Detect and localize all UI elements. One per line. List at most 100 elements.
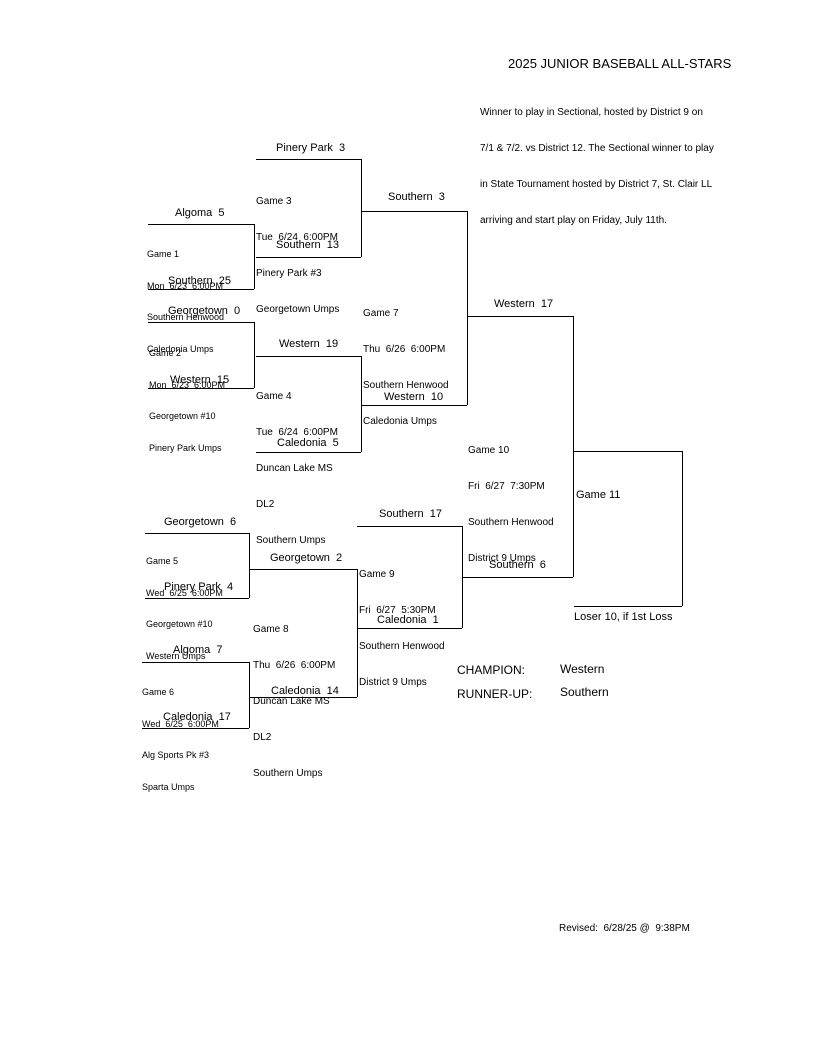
bracket-line [148,289,254,290]
bracket-line [148,388,254,389]
game1-bottom-team: Southern 25 [168,275,231,287]
bracket-line [574,451,682,452]
note-line: 7/1 & 7/2. vs District 12. The Sectional… [480,143,714,154]
bracket-line [357,569,358,697]
note-line: in State Tournament hosted by District 7… [480,179,713,190]
game-time: Mon 6/23 6:00PM [149,379,226,390]
game-number: Game 7 [363,308,399,319]
game-umps: Southern Umps [253,768,323,779]
game7-info: Game 7 Thu 6/26 6:00PM Southern Henwood … [363,284,449,440]
bracket-line [256,159,361,160]
game10-bottom-team: Southern 6 [489,559,546,571]
game8-top-team: Georgetown 2 [270,552,343,564]
game10-top-team: Western 17 [494,298,554,310]
game-umps: Georgetown Umps [256,304,340,315]
bracket-line [250,569,357,570]
loser-line-label: Loser 10, if 1st Loss [574,611,673,623]
game5-bottom-team: Pinery Park 4 [164,581,234,593]
bracket-line [254,322,255,388]
game-umps: District 9 Umps [468,553,536,564]
game-venue: Georgetown #10 [149,411,216,421]
bracket-line [361,159,362,257]
game9-info: Game 9 Fri 6/27 5:30PM Southern Henwood … [359,545,445,701]
bracket-line [358,628,462,629]
bracket-line [463,577,573,578]
game-umps: Caledonia Umps [363,416,437,427]
bracket-line [682,451,683,606]
game2-top-team: Georgetown 0 [168,305,241,317]
game6-top-team: Algoma 7 [173,644,223,656]
game-venue: Pinery Park #3 [256,268,322,279]
bracket-line [256,452,361,453]
game-umps: Pinery Park Umps [149,442,222,453]
game1-top-team: Algoma 5 [175,207,225,219]
bracket-line [249,533,250,598]
game-venue: Alg Sports Pk #3 [142,750,210,760]
bracket-line [573,316,574,577]
game-time: Tue 6/24 6:00PM [256,427,338,438]
bracket-line [142,728,249,729]
game11-label: Game 11 [576,489,621,501]
runnerup-value: Southern [560,685,609,699]
game-venue: Duncan Lake MS [256,463,333,474]
game-number: Game 5 [146,556,179,566]
game3-top-team: Pinery Park 3 [276,142,346,154]
runnerup-label: RUNNER-UP: [457,687,533,701]
game-time: Thu 6/26 6:00PM [363,344,446,355]
game-time: Fri 6/27 5:30PM [359,605,436,616]
game-number: Game 2 [149,348,182,358]
champion-value: Western [560,662,605,676]
game-number: Game 4 [256,391,292,402]
page-title: 2025 JUNIOR BASEBALL ALL-STARS [508,56,732,71]
game7-top-team: Southern 3 [388,191,445,203]
bracket-line [256,257,361,258]
game-number: Game 6 [142,687,175,697]
game-venue: Southern Henwood [147,312,225,322]
game-umps: Caledonia Umps [147,343,214,354]
game4-bottom-team: Caledonia 5 [277,437,339,449]
game8-bottom-team: Caledonia 14 [271,685,339,697]
game-time: Wed 6/25 6:00PM [146,587,223,598]
bracket-line [362,211,467,212]
game2-info: Game 2 Mon 6/23 6:00PM Georgetown #10 Pi… [149,327,225,464]
bracket-line [362,405,467,406]
game3-bottom-team: Southern 13 [276,239,339,251]
game4-top-team: Western 19 [279,338,339,350]
game-time: Mon 6/23 6:00PM [147,280,224,291]
bracket-line [468,316,573,317]
game-venue: Southern Henwood [363,380,449,391]
game-venue: Georgetown #10 [146,619,213,629]
game-time: Tue 6/24 6:00PM [256,232,338,243]
champion-label: CHAMPION: [457,663,526,677]
game-number: Game 8 [253,624,289,635]
game-venue: Duncan Lake MS [253,696,330,707]
revised-timestamp: Revised: 6/28/25 @ 9:38PM [559,923,690,934]
game10-info: Game 10 Fri 6/27 7:30PM Southern Henwood… [468,421,554,577]
bracket-line [249,662,250,728]
game-number: Game 1 [147,249,180,259]
game-venue: Southern Henwood [468,517,554,528]
game-umps: District 9 Umps [359,677,427,688]
bracket-line [256,356,361,357]
game5-info: Game 5 Wed 6/25 6:00PM Georgetown #10 We… [146,535,223,672]
game-time: Fri 6/27 7:30PM [468,481,545,492]
game4-info: Game 4 Tue 6/24 6:00PM Duncan Lake MS DL… [256,367,338,559]
game-umps: Western Umps [146,650,206,661]
bracket-line [142,662,249,663]
game8-info: Game 8 Thu 6/26 6:00PM Duncan Lake MS DL… [253,600,335,792]
bracket-line [250,697,357,698]
game9-top-team: Southern 17 [379,508,442,520]
game-field: DL2 [256,499,275,510]
bracket-line [145,533,249,534]
game-umps: Sparta Umps [142,781,195,792]
game-time: Thu 6/26 6:00PM [253,660,336,671]
game3-info: Game 3 Tue 6/24 6:00PM Pinery Park #3 Ge… [256,172,339,328]
game6-bottom-team: Caledonia 17 [163,711,231,723]
game9-bottom-team: Caledonia 1 [377,614,439,626]
bracket-line [145,598,249,599]
bracket-line [357,526,462,527]
game-field: DL2 [253,732,272,743]
game-number: Game 3 [256,196,292,207]
game1-info: Game 1 Mon 6/23 6:00PM Southern Henwood … [147,228,224,365]
game2-bottom-team: Western 15 [170,374,230,386]
